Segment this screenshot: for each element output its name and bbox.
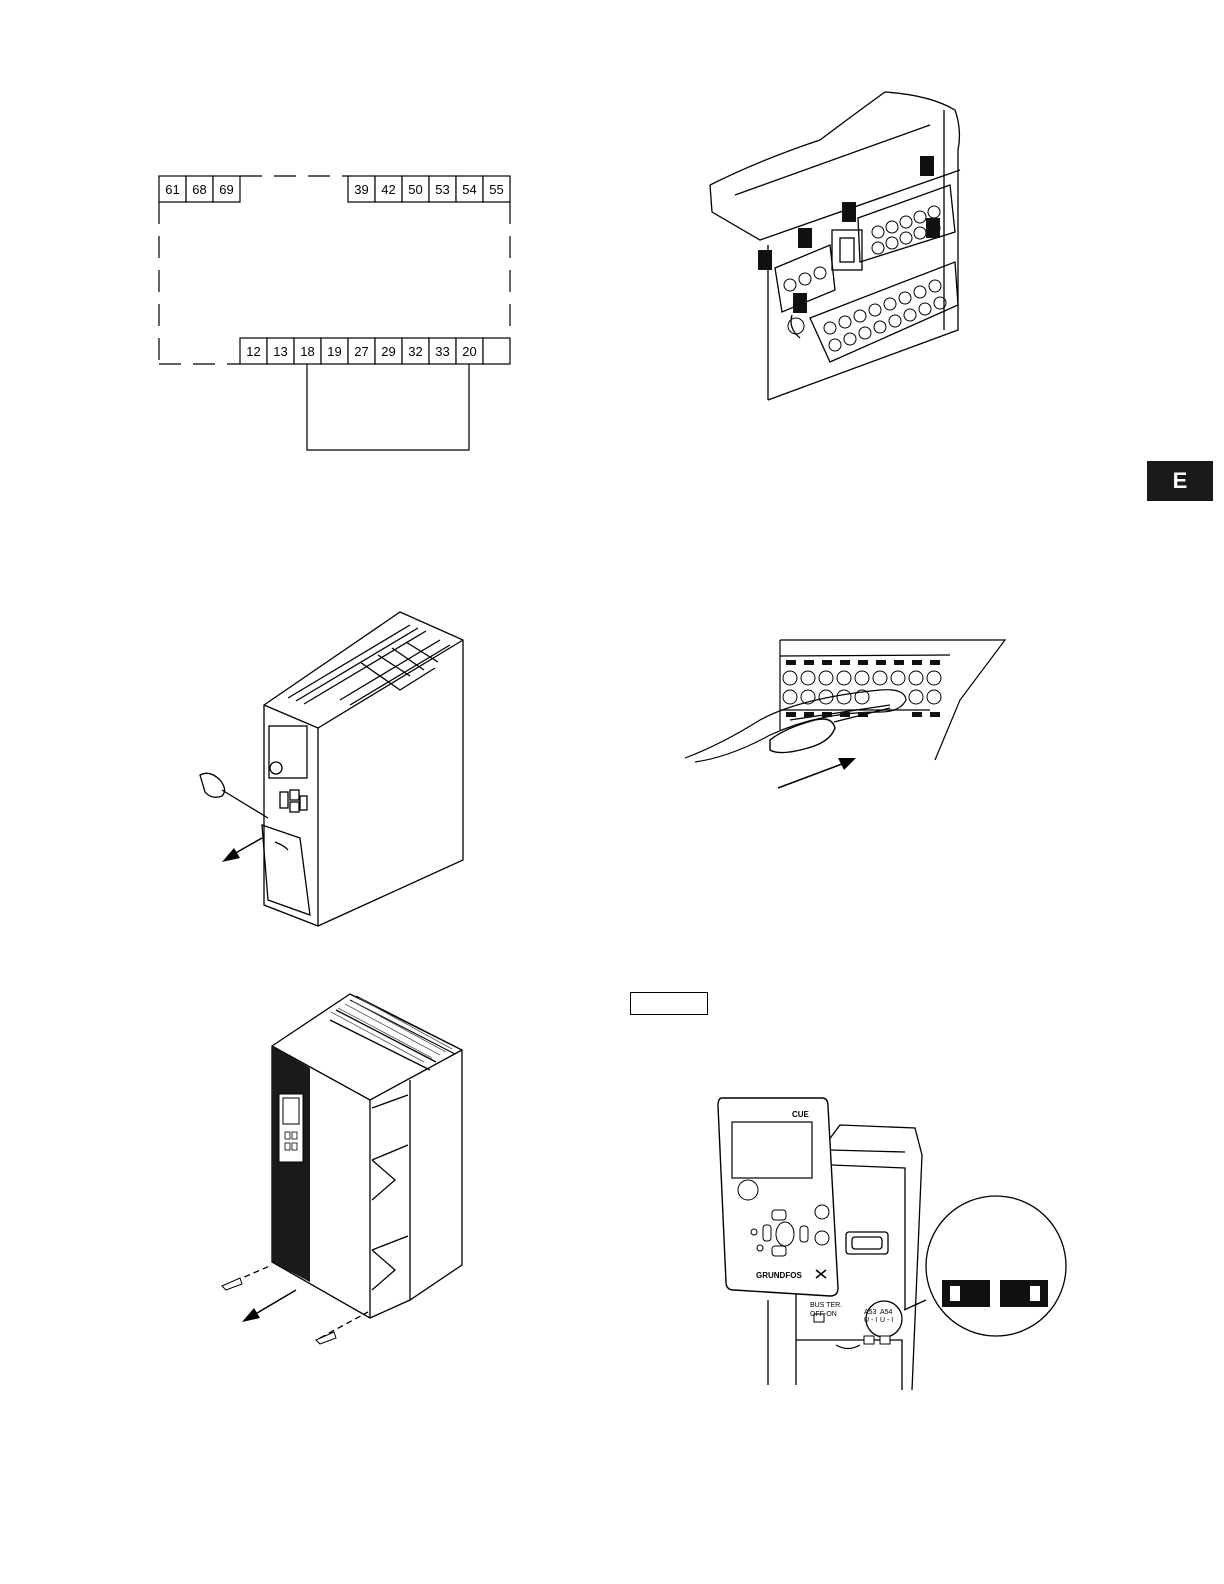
bus-switch-label: BUS TER. (810, 1302, 842, 1309)
switch-label-a54: A54 (880, 1309, 893, 1316)
switch-label-a53: U - I (864, 1317, 877, 1324)
switch-label-a53: A53 (864, 1309, 877, 1316)
bus-switch-label: OFF-ON (810, 1311, 837, 1318)
switch-label-a54: U - I (880, 1317, 893, 1324)
panel-brand-label: GRUNDFOS (756, 1271, 802, 1280)
panel-model-label: CUE (792, 1110, 810, 1119)
